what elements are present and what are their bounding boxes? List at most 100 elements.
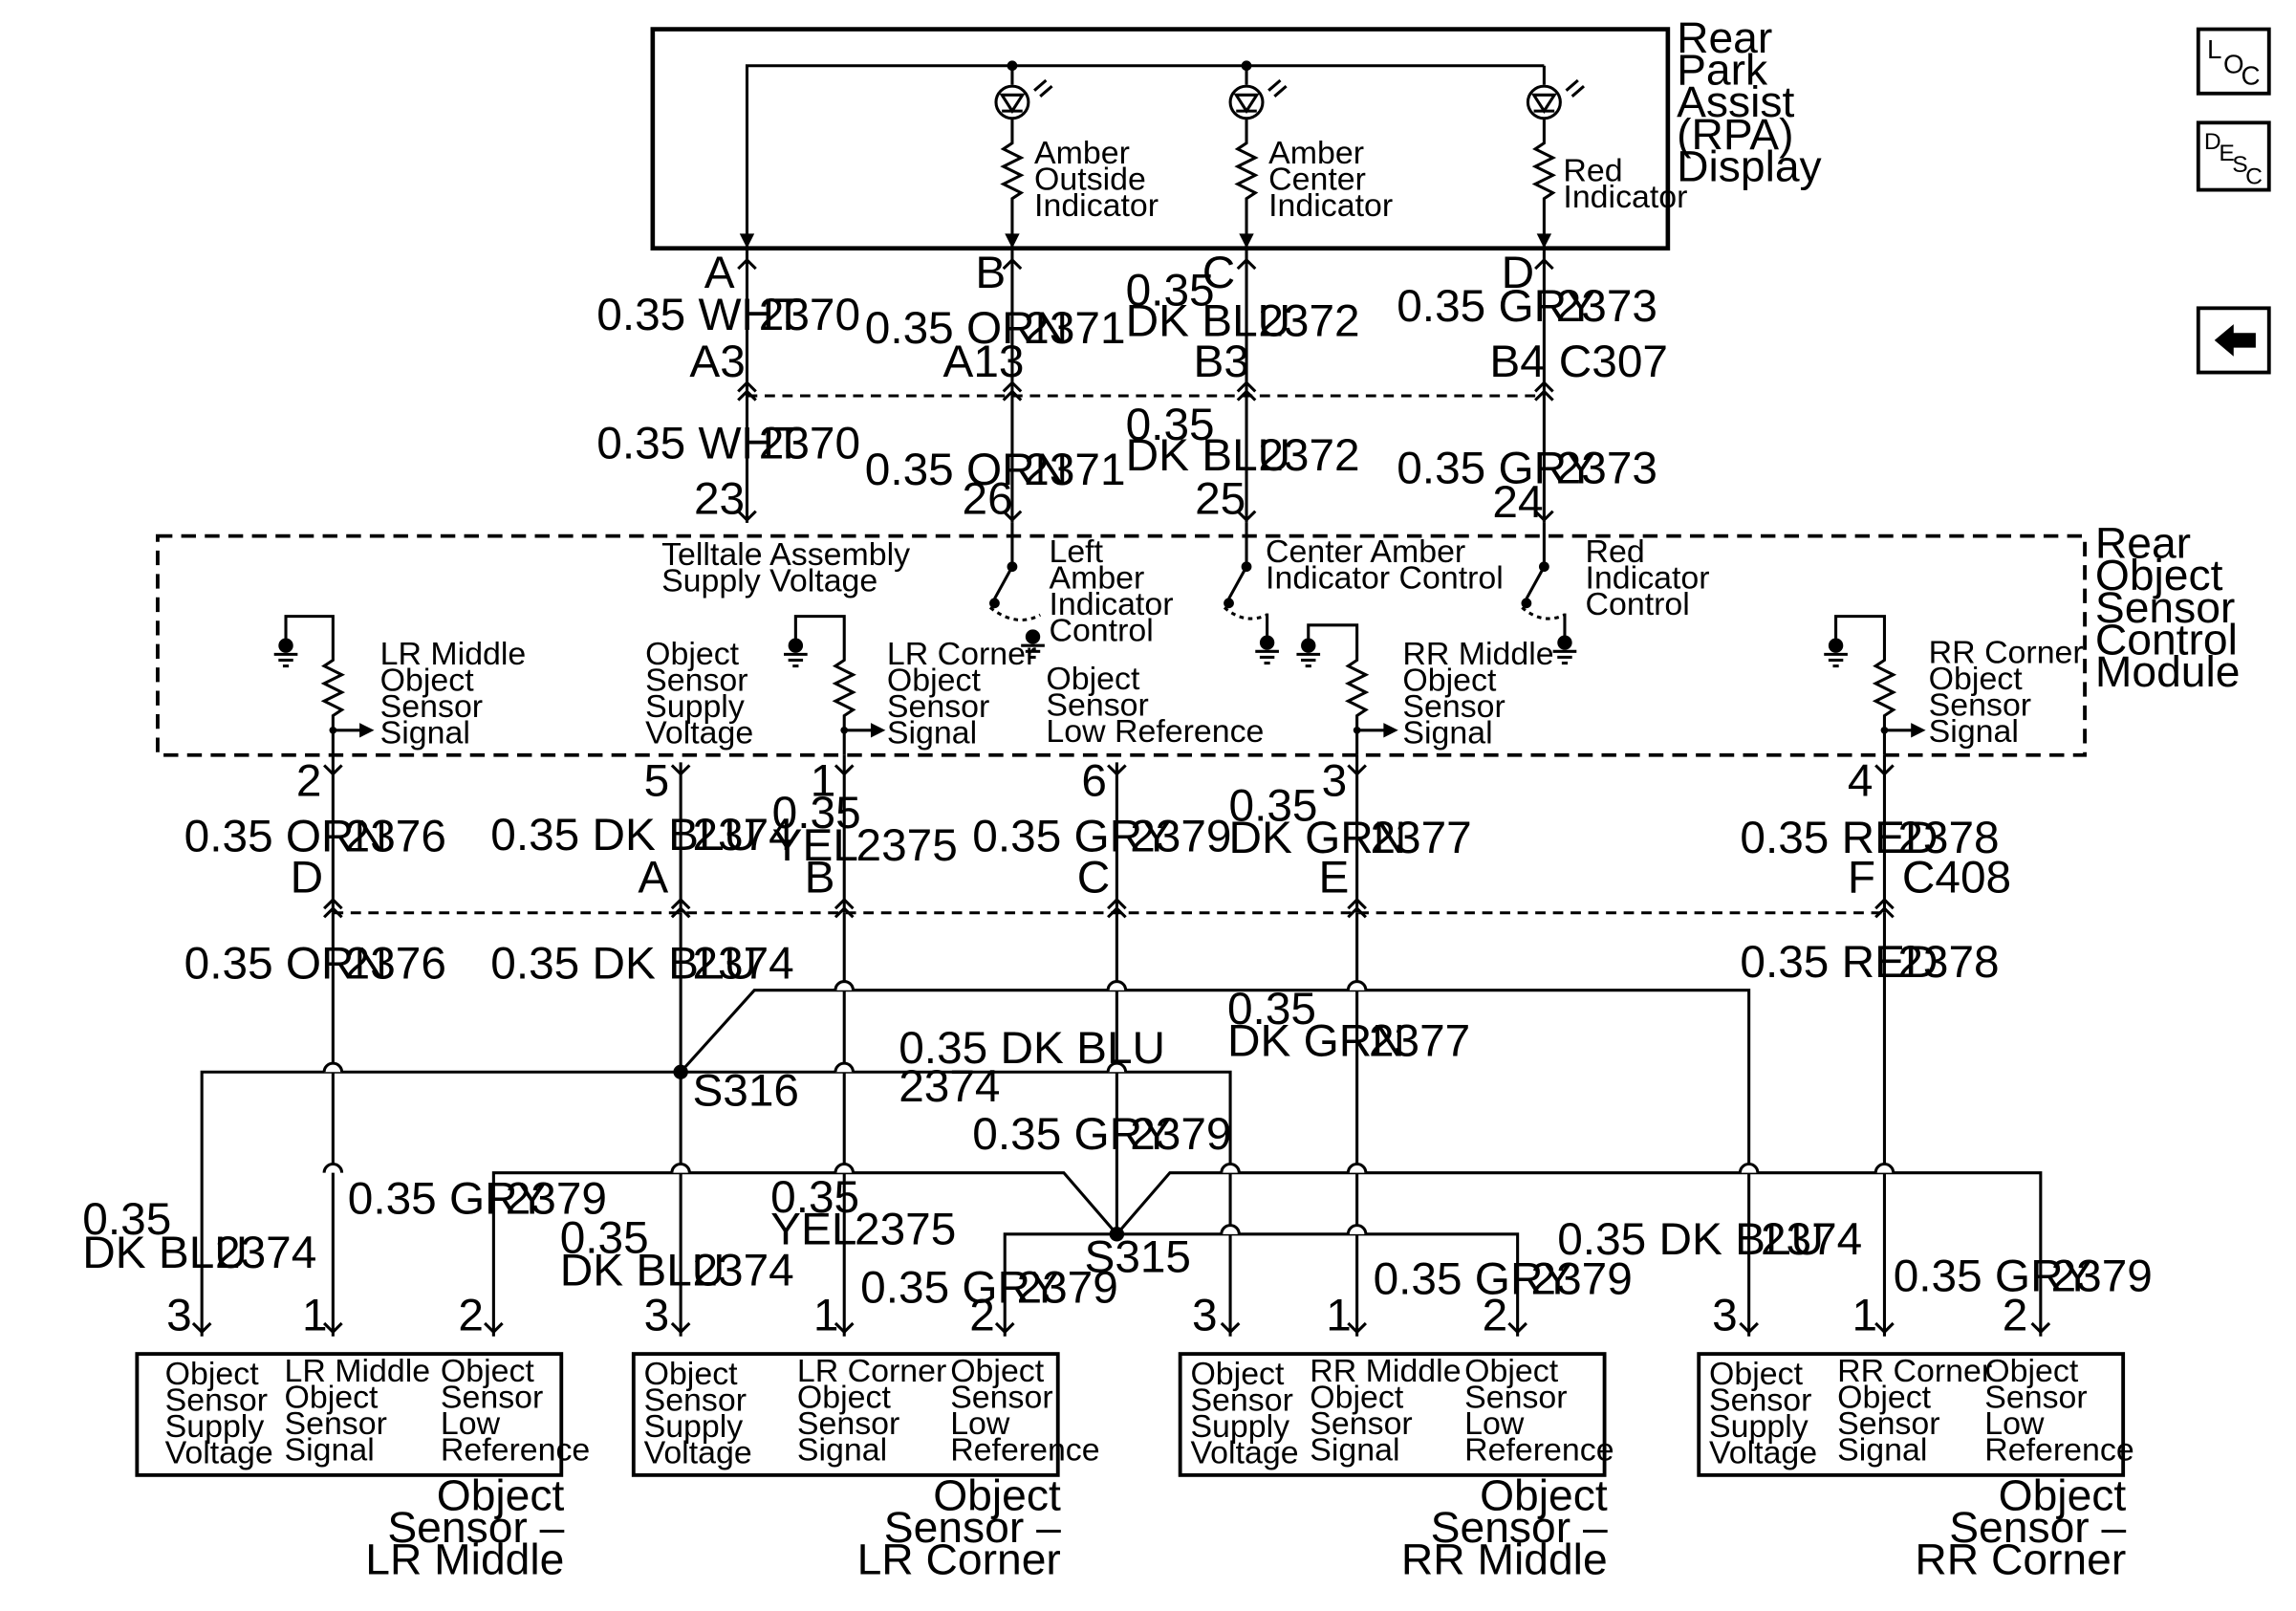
svg-text:0.35 GRY: 0.35 GRY: [860, 1263, 1060, 1314]
svg-text:1: 1: [813, 1291, 839, 1341]
svg-text:0.35: 0.35: [82, 1194, 171, 1245]
svg-text:Assist: Assist: [1677, 76, 1794, 126]
svg-text:Low Reference: Low Reference: [1046, 713, 1264, 750]
left-arrow-icon: [2214, 324, 2256, 357]
svg-text:LR Corner: LR Corner: [797, 1353, 946, 1389]
svg-text:Object: Object: [933, 1470, 1061, 1520]
svg-text:2370: 2370: [759, 419, 860, 469]
desc-button[interactable]: D E S C: [2196, 120, 2271, 192]
svg-text:3: 3: [644, 1291, 670, 1341]
svg-text:Voltage: Voltage: [1190, 1435, 1298, 1471]
svg-text:B3: B3: [1194, 337, 1249, 387]
svg-text:Voltage: Voltage: [1709, 1435, 1817, 1471]
svg-text:Sensor: Sensor: [645, 663, 747, 699]
svg-text:Reference: Reference: [441, 1432, 590, 1469]
svg-text:2372: 2372: [1258, 296, 1359, 347]
svg-text:Reference: Reference: [1464, 1432, 1614, 1469]
svg-text:Signal: Signal: [284, 1432, 374, 1469]
svg-text:3: 3: [1712, 1291, 1738, 1341]
svg-text:Object: Object: [441, 1353, 535, 1389]
svg-text:0.35 WHT: 0.35 WHT: [596, 419, 802, 469]
amber-center-indicator-label: Amber Center Indicator: [1268, 135, 1393, 224]
svg-text:RR Middle: RR Middle: [1401, 1535, 1608, 1584]
svg-text:RR Corner: RR Corner: [1915, 1535, 2126, 1584]
svg-text:LR Corner: LR Corner: [857, 1535, 1061, 1584]
svg-text:YEL: YEL: [772, 820, 858, 871]
svg-text:Sensor –: Sensor –: [1949, 1502, 2126, 1552]
svg-text:A13: A13: [942, 337, 1024, 387]
svg-text:DK GRN: DK GRN: [1229, 813, 1407, 863]
svg-text:1: 1: [1852, 1291, 1878, 1341]
svg-text:Control: Control: [1586, 586, 1690, 622]
svg-text:LR Middle: LR Middle: [284, 1353, 430, 1389]
svg-text:Object: Object: [887, 663, 982, 699]
svg-text:Signal: Signal: [1402, 715, 1492, 751]
svg-text:Signal: Signal: [1837, 1432, 1927, 1469]
loc-button[interactable]: L O C: [2196, 27, 2271, 96]
svg-text:Object: Object: [2095, 550, 2223, 599]
svg-text:0.35: 0.35: [770, 1172, 859, 1223]
svg-text:L: L: [2207, 34, 2221, 64]
svg-text:YEL: YEL: [770, 1205, 856, 1255]
svg-text:C: C: [1077, 853, 1110, 903]
svg-text:2375: 2375: [855, 1205, 956, 1255]
svg-text:3: 3: [1192, 1291, 1218, 1341]
svg-text:2371: 2371: [1024, 445, 1125, 495]
svg-text:Indicator: Indicator: [1049, 586, 1173, 622]
svg-text:2: 2: [1483, 1291, 1508, 1341]
svg-text:Rear: Rear: [2095, 518, 2191, 568]
svg-text:Sensor: Sensor: [887, 688, 989, 725]
svg-text:DK GRN: DK GRN: [1227, 1016, 1405, 1067]
svg-text:2379: 2379: [506, 1174, 607, 1225]
left-amber-control-label: Left: [1049, 533, 1103, 570]
svg-text:Object: Object: [1310, 1380, 1404, 1416]
svg-text:0.35 GRY: 0.35 GRY: [348, 1174, 548, 1225]
svg-text:0.35: 0.35: [1126, 400, 1215, 450]
svg-text:Object: Object: [380, 663, 475, 699]
svg-text:2376: 2376: [345, 939, 446, 990]
rpa-module-title: Rear Object Sensor Control Module: [2095, 518, 2241, 696]
svg-text:0.35 WHT: 0.35 WHT: [596, 290, 802, 340]
ground-icons: [273, 629, 1848, 668]
svg-text:4: 4: [1848, 756, 1874, 807]
s316-splice: [673, 1064, 688, 1079]
red-switch-icon: [1521, 522, 1567, 643]
svg-text:Sensor: Sensor: [165, 1382, 268, 1419]
amber-outside-indicator-label: Amber Outside Indicator: [1034, 135, 1159, 224]
lr-middle-signal-label: LR Middle: [380, 636, 527, 672]
svg-text:Low: Low: [441, 1405, 501, 1442]
svg-text:0.35 GRY: 0.35 GRY: [972, 812, 1172, 862]
svg-text:Object: Object: [165, 1356, 260, 1392]
svg-text:B4: B4: [1489, 337, 1545, 387]
svg-text:1: 1: [811, 756, 836, 807]
sensor-rr-corner-name: Object Sensor – RR Corner: [1915, 1470, 2126, 1584]
svg-text:2373: 2373: [1556, 281, 1657, 332]
svg-text:Sensor: Sensor: [1929, 687, 2031, 724]
svg-text:Park: Park: [1677, 45, 1768, 95]
low-reference-label: Object: [1046, 661, 1140, 697]
svg-text:2: 2: [458, 1291, 484, 1341]
svg-text:0.35 ORN: 0.35 ORN: [184, 939, 387, 990]
svg-text:B: B: [975, 248, 1006, 298]
svg-text:2370: 2370: [759, 290, 860, 340]
svg-text:A3: A3: [689, 337, 745, 387]
svg-text:0.35 RED: 0.35 RED: [1740, 813, 1938, 863]
svg-text:0.35 ORN: 0.35 ORN: [865, 445, 1068, 495]
svg-text:0.35 DK BLU: 0.35 DK BLU: [899, 1023, 1165, 1074]
svg-text:Object: Object: [1464, 1353, 1559, 1389]
svg-text:2374: 2374: [692, 1245, 793, 1295]
svg-text:0.35 DK BLU: 0.35 DK BLU: [490, 939, 757, 990]
svg-text:2: 2: [296, 756, 322, 807]
svg-text:Sensor –: Sensor –: [1431, 1502, 1608, 1552]
svg-text:Indicator: Indicator: [1586, 560, 1710, 597]
rr-middle-pullup-resistor-icon: [1307, 623, 1387, 755]
svg-text:Signal: Signal: [1310, 1432, 1399, 1469]
back-button[interactable]: [2196, 306, 2271, 375]
svg-text:A: A: [704, 248, 735, 298]
svg-text:Supply Voltage: Supply Voltage: [661, 563, 877, 599]
s316-label: S316: [692, 1066, 799, 1117]
svg-text:Sensor: Sensor: [1837, 1405, 1939, 1442]
svg-text:2372: 2372: [1258, 430, 1359, 481]
svg-text:C: C: [2241, 61, 2260, 91]
